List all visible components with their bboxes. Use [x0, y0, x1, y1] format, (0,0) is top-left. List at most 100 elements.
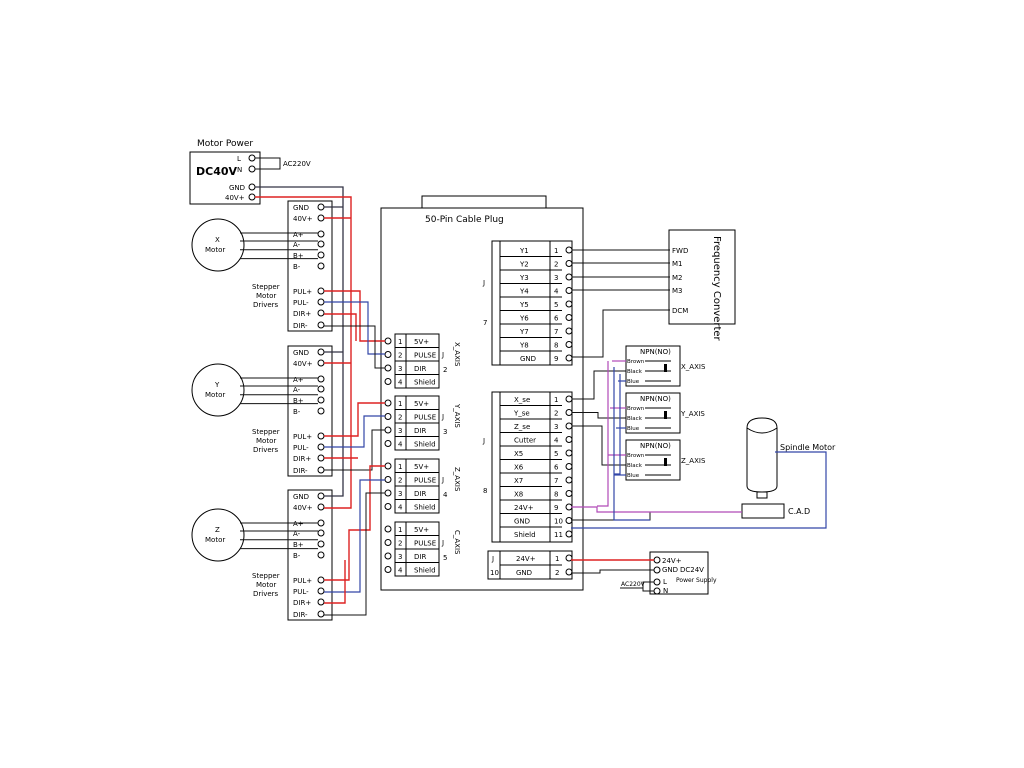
terminal [317, 551, 325, 559]
terminal [384, 399, 392, 407]
axis-pin-label: DIR [414, 553, 426, 561]
wire [324, 479, 385, 593]
wire [572, 370, 626, 400]
motor-power-terminal-n: N [237, 166, 242, 174]
stepper-motor [191, 363, 245, 417]
motor-power-supply-label: DC40V [196, 165, 238, 178]
axis-pin-label: Shield [414, 441, 436, 449]
wire [324, 402, 385, 437]
axis-pin-number: 4 [398, 504, 403, 512]
j10-pin-number: 2 [555, 569, 559, 577]
j7-block [491, 240, 573, 366]
j7-j-label: J [482, 279, 485, 287]
sensor-type-label: NPN(NO) [640, 348, 671, 356]
j7-pin-label: Y2 [519, 261, 529, 269]
j8-pin-number: 4 [554, 437, 559, 445]
axis-pin-label: Shield [414, 567, 436, 575]
driver-pin-label: 40V+ [293, 504, 313, 512]
axis-pin-label: 5V+ [414, 526, 429, 534]
axis-name: X_AXIS [453, 342, 461, 367]
wire [324, 465, 385, 581]
j8-pin-number: 9 [554, 504, 558, 512]
j7-pin-number: 1 [554, 247, 558, 255]
sensor-wire-label: Blue [627, 426, 640, 432]
terminal [565, 436, 573, 443]
terminal [565, 449, 573, 457]
wire [255, 157, 281, 170]
terminal [565, 287, 573, 294]
terminal [317, 262, 325, 270]
j10-j-number: 10 [490, 569, 499, 577]
driver-box [287, 345, 333, 477]
frequency-converter-pin-label: FWD [672, 247, 688, 255]
wire [572, 425, 626, 466]
j10-j-label: J [491, 555, 494, 563]
terminal [565, 341, 573, 348]
terminal [384, 566, 392, 573]
sensor-type-label: NPN(NO) [640, 395, 671, 403]
terminal [317, 251, 325, 259]
j7-pin-label: Y3 [519, 274, 529, 282]
motor-name: X [215, 236, 220, 244]
axis-pin-number: 3 [398, 365, 402, 373]
j8-pin-number: 8 [554, 491, 558, 499]
sensor-wire-label: Brown [627, 406, 645, 412]
j8-pin-label: X6 [514, 464, 524, 472]
terminal [565, 490, 573, 497]
dc24-ac-label: AC220V [621, 581, 646, 588]
terminal [317, 287, 325, 295]
axis-pin-number: 3 [398, 490, 402, 498]
driver-pin-label: B- [293, 408, 301, 416]
sensor-box [625, 439, 681, 481]
plug-board [380, 207, 584, 591]
terminal [384, 378, 392, 385]
j8-pin-label: Shield [514, 531, 536, 539]
dc24-supply-box [649, 551, 709, 595]
motor-power-ac-label: AC220V [283, 160, 311, 168]
cable-plug-board: 50-Pin Cable Plug [380, 195, 584, 591]
driver-pin-label: A- [293, 530, 301, 538]
sensor-type-label: NPN(NO) [640, 442, 671, 450]
axis-pin-number: 1 [398, 526, 402, 534]
wire [571, 511, 742, 521]
axis-pin-number: 4 [398, 441, 403, 449]
j7-pin-label: Y1 [519, 247, 529, 255]
j8-j-number: 8 [483, 487, 487, 495]
motor-label: Motor [205, 536, 225, 544]
j7-pin-label: Y8 [519, 342, 529, 350]
j8-pin-label: Y_se [513, 410, 530, 418]
j8-pin-label: GND [514, 518, 530, 526]
motor-power-terminal-gnd: GND [229, 184, 245, 192]
j10-pin-label: GND [516, 569, 532, 577]
cad-box [741, 503, 785, 519]
terminal [317, 407, 325, 415]
sensor-switch [664, 364, 667, 372]
driver-pin-label: PUL+ [293, 433, 312, 441]
wire [324, 560, 346, 604]
driver-pin-label: A+ [293, 520, 304, 528]
axis-pin-number: 2 [398, 352, 402, 360]
sensor-wire-label: Black [627, 463, 643, 469]
dc24-pin-gnd: GND [662, 566, 678, 574]
terminal [317, 529, 325, 537]
terminal [565, 530, 573, 538]
axis-pin-label: DIR [414, 427, 426, 435]
axis-pin-label: PULSE [414, 477, 436, 485]
terminal [653, 566, 661, 574]
terminal [317, 576, 325, 584]
cad-label: C.A.D [788, 507, 810, 516]
driver-side-label: Drivers [253, 446, 279, 454]
terminal [384, 426, 392, 434]
wire [324, 301, 385, 355]
sensor-wire-label: Black [627, 369, 643, 375]
terminal [384, 364, 392, 372]
axis-j-label: J [441, 476, 444, 484]
dc24-label: DC24V [680, 566, 704, 574]
proximity-sensors: NPN(NO)BrownBlackBlueX_AXISNPN(NO)BrownB… [572, 345, 706, 481]
terminal [317, 443, 325, 451]
terminal [384, 351, 392, 358]
axis-pin-label: Shield [414, 504, 436, 512]
terminal [317, 214, 325, 222]
